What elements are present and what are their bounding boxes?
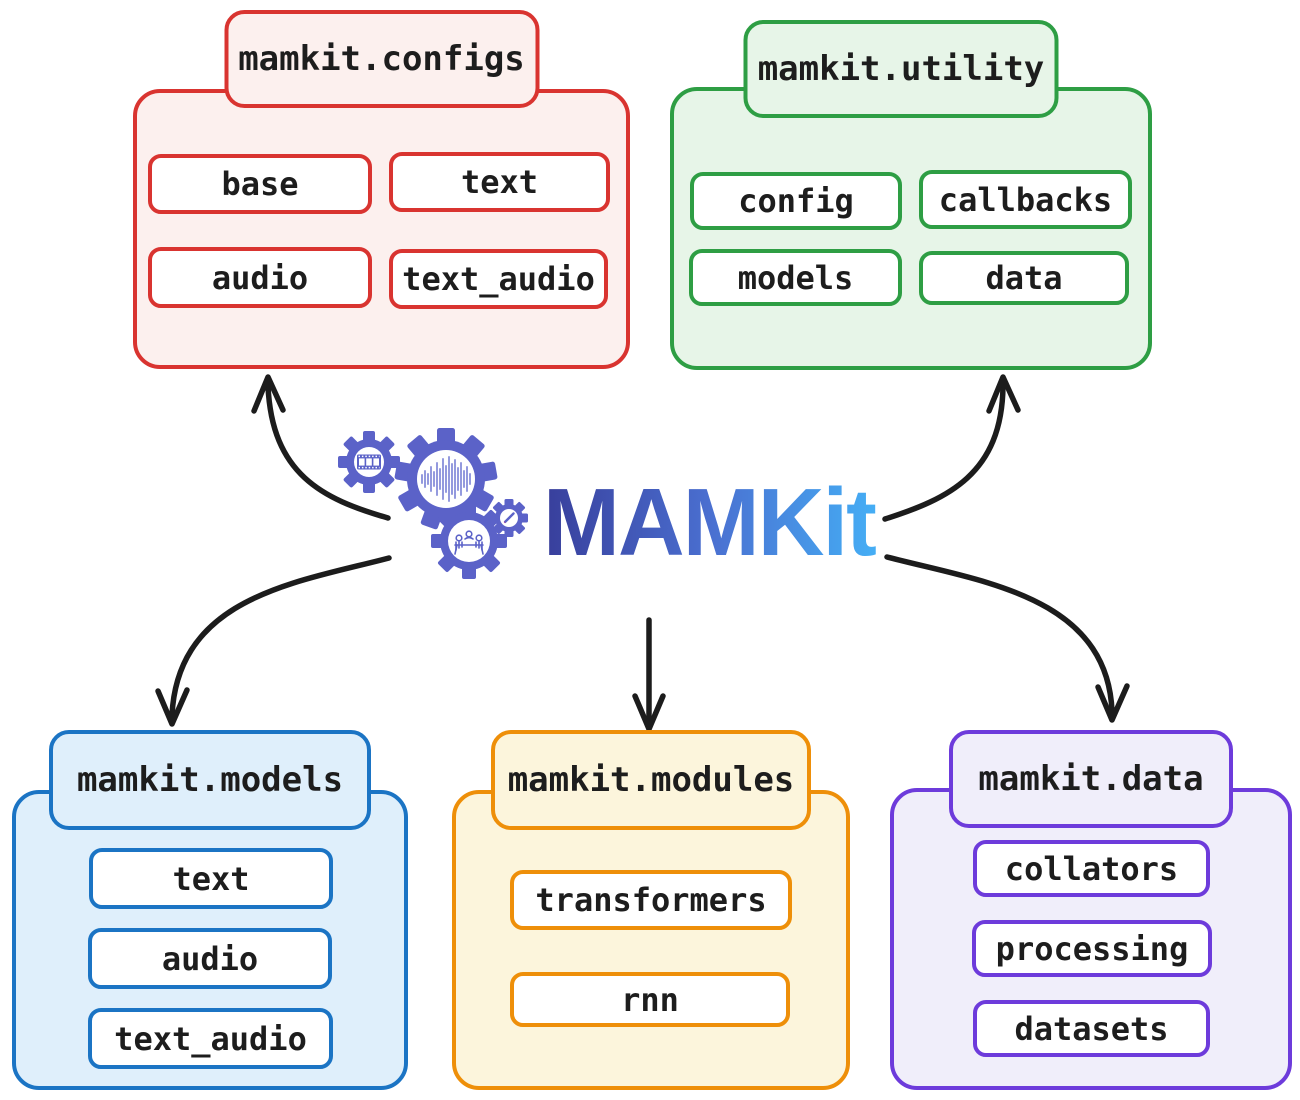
meeting-icon bbox=[431, 503, 507, 579]
film-icon bbox=[338, 431, 400, 493]
submodule-data: data bbox=[919, 251, 1129, 305]
submodule-audio: audio bbox=[148, 247, 372, 308]
arrow-to-models bbox=[155, 555, 392, 727]
arrow-to-configs bbox=[251, 374, 391, 521]
module-data: mamkit.data collators processing dataset… bbox=[890, 730, 1292, 1090]
pencil-icon bbox=[490, 499, 528, 537]
submodule-processing: processing bbox=[972, 920, 1212, 977]
submodule-rnn: rnn bbox=[510, 972, 790, 1027]
module-data-title: mamkit.data bbox=[978, 759, 1204, 799]
module-modules-body bbox=[452, 790, 850, 1090]
logo-wordmark: MAMKit bbox=[543, 469, 876, 575]
module-models-title: mamkit.models bbox=[76, 760, 344, 800]
submodule-text: text bbox=[89, 848, 333, 909]
waveform-icon bbox=[394, 428, 498, 530]
submodule-models: models bbox=[689, 249, 902, 306]
submodule-transformers: transformers bbox=[510, 870, 792, 930]
module-configs: mamkit.configs base text audio text_audi… bbox=[133, 10, 630, 369]
submodule-config: config bbox=[690, 172, 902, 230]
arrow-to-utility bbox=[882, 374, 1021, 522]
module-models-tab: mamkit.models bbox=[49, 730, 371, 830]
module-configs-tab: mamkit.configs bbox=[224, 10, 539, 108]
module-models: mamkit.models text audio text_audio bbox=[12, 730, 408, 1090]
module-utility-title: mamkit.utility bbox=[757, 49, 1045, 89]
module-modules: mamkit.modules transformers rnn bbox=[452, 730, 850, 1090]
module-configs-body bbox=[133, 89, 630, 369]
module-modules-title: mamkit.modules bbox=[507, 760, 795, 800]
submodule-callbacks: callbacks bbox=[919, 170, 1132, 229]
module-modules-tab: mamkit.modules bbox=[491, 730, 811, 830]
mamkit-logo-gears bbox=[338, 428, 528, 579]
arrow-to-data bbox=[884, 554, 1130, 723]
module-configs-title: mamkit.configs bbox=[238, 39, 525, 79]
submodule-collators: collators bbox=[973, 840, 1210, 897]
submodule-audio: audio bbox=[88, 928, 332, 989]
submodule-text_audio: text_audio bbox=[88, 1008, 333, 1069]
module-utility-tab: mamkit.utility bbox=[743, 20, 1059, 118]
submodule-text: text bbox=[389, 152, 610, 212]
arrow-to-modules bbox=[632, 617, 666, 732]
mamkit-logo-text: MAMKit bbox=[543, 469, 878, 575]
submodule-datasets: datasets bbox=[973, 1000, 1210, 1057]
submodule-text_audio: text_audio bbox=[389, 249, 608, 309]
module-data-tab: mamkit.data bbox=[949, 730, 1233, 828]
module-utility: mamkit.utility config callbacks models d… bbox=[670, 20, 1152, 370]
submodule-base: base bbox=[148, 154, 372, 214]
